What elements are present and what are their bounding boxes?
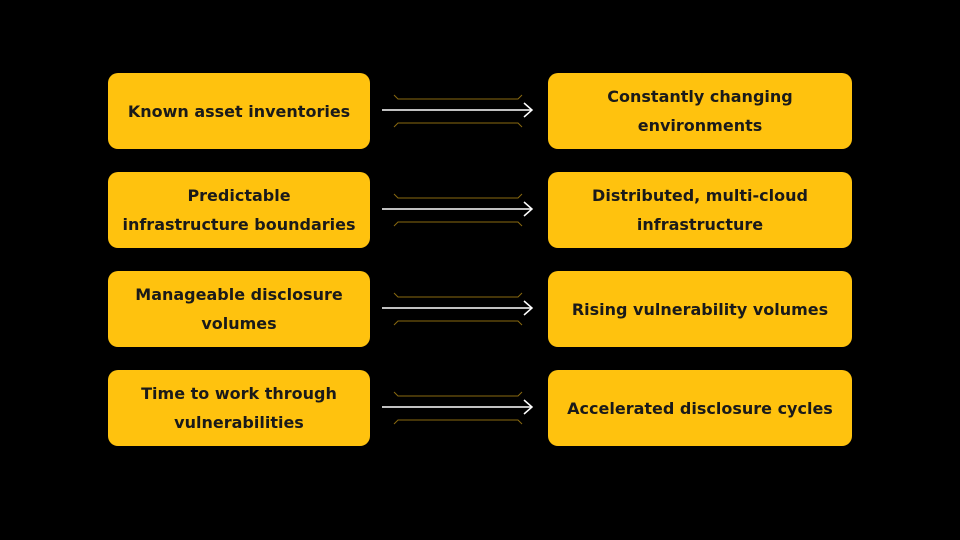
after-label: Distributed, multi-cloud infrastructure [592, 186, 808, 234]
before-label: Predictable infrastructure boundaries [122, 186, 356, 234]
after-label: Rising vulnerability volumes [571, 299, 829, 319]
before-box: Known asset inventories [108, 73, 370, 149]
after-box: Distributed, multi-cloud infrastructure [548, 172, 852, 248]
before-label: Time to work through vulnerabilities [141, 384, 337, 432]
before-label: Known asset inventories [127, 101, 351, 121]
after-box: Rising vulnerability volumes [548, 271, 852, 347]
right-arrow-icon [382, 193, 534, 227]
after-box: Constantly changing environments [548, 73, 852, 149]
before-box: Time to work through vulnerabilities [108, 370, 370, 446]
right-arrow-icon [382, 94, 534, 128]
after-label: Accelerated disclosure cycles [567, 398, 833, 418]
comparison-row: Time to work through vulnerabilities Acc… [0, 370, 960, 446]
right-arrow-icon [382, 292, 534, 326]
before-box: Predictable infrastructure boundaries [108, 172, 370, 248]
right-arrow-icon [382, 391, 534, 425]
comparison-row: Predictable infrastructure boundaries Di… [0, 172, 960, 248]
comparison-row: Manageable disclosure volumes Rising vul… [0, 271, 960, 347]
after-box: Accelerated disclosure cycles [548, 370, 852, 446]
after-label: Constantly changing environments [607, 87, 793, 135]
before-label: Manageable disclosure volumes [135, 285, 343, 333]
before-box: Manageable disclosure volumes [108, 271, 370, 347]
comparison-row: Known asset inventories Constantly chang… [0, 73, 960, 149]
